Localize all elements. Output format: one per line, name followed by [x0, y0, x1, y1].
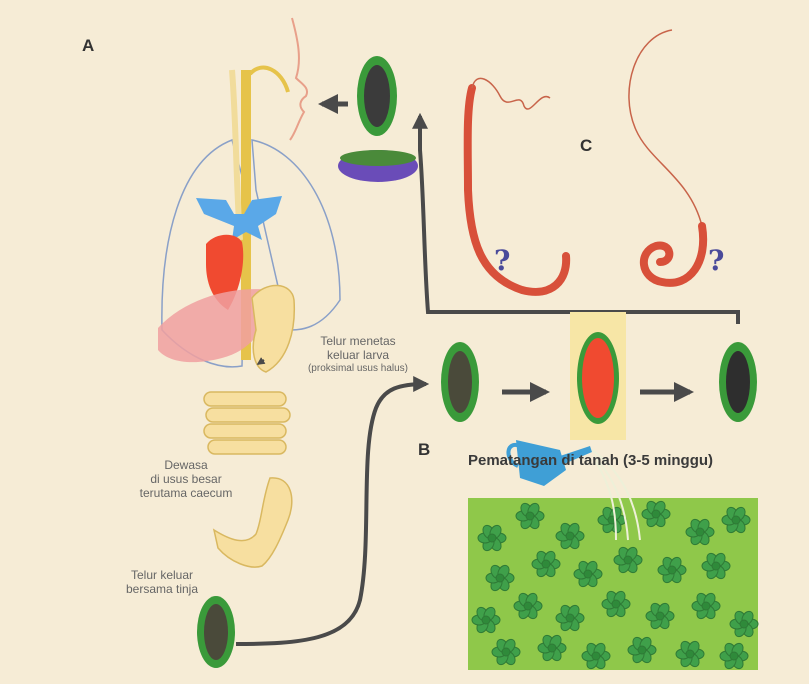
- stomach: [252, 285, 294, 372]
- female-worm: [468, 88, 566, 292]
- maturation-label: Pematangan di tanah (3-5 minggu): [468, 452, 713, 469]
- egg-development: [441, 312, 757, 440]
- egg-on-food: [338, 56, 418, 182]
- salad-icon: [340, 150, 416, 166]
- hatching-line-1: Telur menetas: [298, 334, 418, 348]
- larva-path: [250, 68, 288, 92]
- excrete-line-1: Telur keluar: [112, 568, 212, 582]
- egg-core: [726, 351, 750, 413]
- small-intestine: [204, 392, 290, 454]
- panel-label-b: B: [418, 440, 430, 460]
- female-worm-tail: [472, 78, 550, 109]
- egg-core: [364, 65, 390, 127]
- adult-line-1: Dewasa: [130, 458, 242, 472]
- soil-field: [468, 498, 758, 671]
- panel-label-a: A: [82, 36, 94, 56]
- adult-line-3: terutama caecum: [130, 486, 242, 500]
- adult-worm-label: Dewasa di usus besar terutama caecum: [130, 458, 242, 500]
- question-mark-right: ?: [708, 244, 724, 277]
- hatching-label: Telur menetas keluar larva (proksimal us…: [298, 334, 418, 376]
- male-worm-coil: [644, 226, 703, 283]
- excreted-egg: [197, 596, 235, 668]
- excrete-line-2: bersama tinja: [112, 582, 212, 596]
- adult-line-2: di usus besar: [130, 472, 242, 486]
- hatching-line-3: (proksimal usus halus): [298, 362, 418, 376]
- question-mark-left: ?: [494, 244, 510, 277]
- egg-core: [448, 351, 472, 413]
- egg-excretion-label: Telur keluar bersama tinja: [112, 568, 212, 596]
- hatching-line-2: keluar larva: [298, 348, 418, 362]
- egg-core: [204, 604, 228, 660]
- embryo-core: [582, 338, 614, 418]
- face-profile: [290, 18, 307, 140]
- panel-label-c: C: [580, 136, 592, 156]
